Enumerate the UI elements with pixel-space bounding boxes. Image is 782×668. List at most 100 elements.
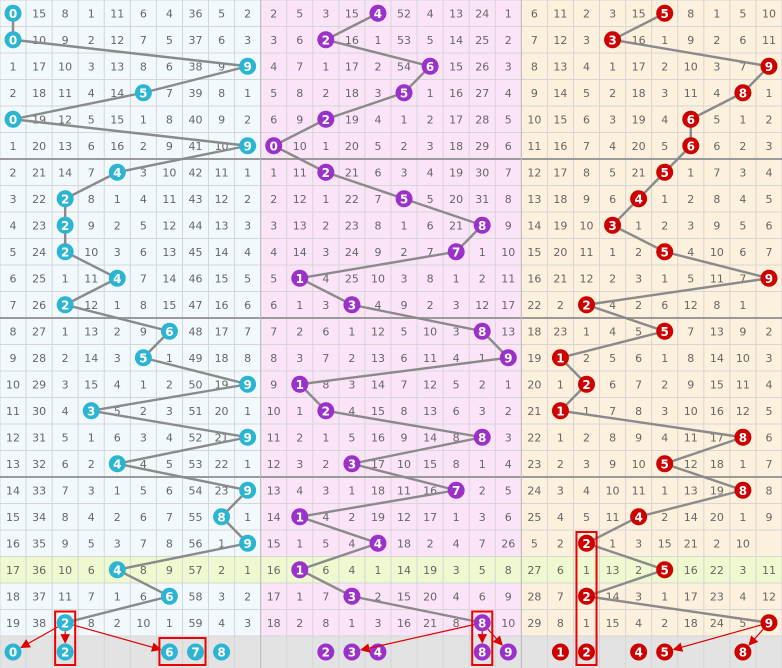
trend-ball-label: 3 [348,590,356,604]
cell-value: 23 [215,484,229,497]
cell-value: 53 [189,458,203,471]
trend-ball [734,428,752,446]
cell-value: 11 [580,246,594,259]
cell-value: 5 [140,484,147,497]
cell-value: 21 [423,617,437,630]
cell-value: 1 [88,431,95,444]
cell-value: 30 [475,166,489,179]
cell-value: 12 [684,458,698,471]
cell-value: 29 [475,140,489,153]
cell-value: 1 [661,272,668,285]
cell-value: 21 [684,537,698,550]
cell-value: 8 [635,405,642,418]
trend-ball [291,508,309,526]
cell-value: 2 [479,378,486,391]
cell-value: 2 [114,219,121,232]
cell-value: 5 [348,431,355,444]
cell-value: 4 [609,140,616,153]
trend-ball [656,243,674,261]
cell-value: 12 [475,299,489,312]
trend-ball-label: 9 [504,351,512,365]
cell-value: 15 [110,113,124,126]
trend-ball [317,163,335,181]
cell-value: 1 [244,511,251,524]
cell-value: 9 [505,219,512,232]
cell-value: 3 [505,60,512,73]
cell-value: 6 [765,219,772,232]
prediction-ball-label: 2 [61,646,69,660]
cell-value: 11 [110,7,124,20]
cell-value: 18 [397,537,411,550]
cell-value: 1 [609,246,616,259]
cell-value: 8 [10,325,17,338]
cell-value: 5 [166,458,173,471]
cell-value: 7 [687,325,694,338]
cell-value: 6 [401,352,408,365]
cell-value: 4 [140,458,147,471]
cell-value: 8 [140,564,147,577]
cell-value: 2 [401,246,408,259]
cell-value: 10 [162,166,176,179]
cell-value: 8 [453,431,460,444]
cell-value: 1 [88,7,95,20]
cell-value: 3 [453,325,460,338]
trend-ball [656,561,674,579]
cell-value: 8 [244,352,251,365]
trend-ball-label: 7 [452,484,460,498]
cell-value: 13 [267,484,281,497]
cell-value: 3 [713,60,720,73]
cell-value: 28 [527,590,541,603]
cell-value: 3 [765,140,772,153]
trend-ball [317,402,335,420]
cell-value: 1 [661,193,668,206]
trend-ball [317,31,335,49]
cell-value: 5 [270,272,277,285]
cell-value: 4 [557,511,564,524]
cell-value: 5 [739,219,746,232]
trend-ball [760,57,778,75]
cell-value: 6 [322,564,329,577]
cell-value: 7 [322,352,329,365]
trend-ball-label: 8 [478,325,486,339]
cell-value: 5 [765,193,772,206]
prediction-ball-label: 4 [374,646,382,660]
cell-value: 18 [632,87,646,100]
cell-value: 9 [270,378,277,391]
cell-value: 12 [267,458,281,471]
cell-value: 8 [62,7,69,20]
cell-value: 2 [427,299,434,312]
cell-value: 7 [140,537,147,550]
cell-value: 6 [479,590,486,603]
cell-value: 5 [374,140,381,153]
prediction-ball-label: 1 [556,646,564,660]
prediction-ball [656,643,674,661]
cell-value: 45 [189,246,203,259]
cell-value: 5 [583,87,590,100]
cell-value: 7 [244,325,251,338]
trend-ball [447,243,465,261]
trend-ball-label: 4 [113,166,121,180]
trend-ball-label: 2 [61,616,69,630]
trend-ball-label: 2 [61,219,69,233]
cell-value: 2 [557,299,564,312]
trend-ball [395,84,413,102]
cell-value: 15 [397,590,411,603]
cell-value: 24 [527,484,541,497]
cell-value: 8 [166,113,173,126]
cell-value: 1 [322,431,329,444]
trend-ball [56,243,74,261]
cell-value: 2 [661,617,668,630]
trend-ball-label: 6 [426,60,434,74]
trend-ball [551,402,569,420]
cell-value: 14 [267,511,281,524]
cell-value: 20 [710,511,724,524]
cell-value: 8 [88,617,95,630]
highlight-box [471,610,494,666]
trend-ball-label: 5 [661,245,669,259]
cell-value: 21 [553,272,567,285]
cell-value: 19 [371,511,385,524]
trend-ball-label: 4 [113,563,121,577]
cell-value: 5 [765,405,772,418]
cell-value: 8 [322,378,329,391]
highlight-box [158,637,207,666]
